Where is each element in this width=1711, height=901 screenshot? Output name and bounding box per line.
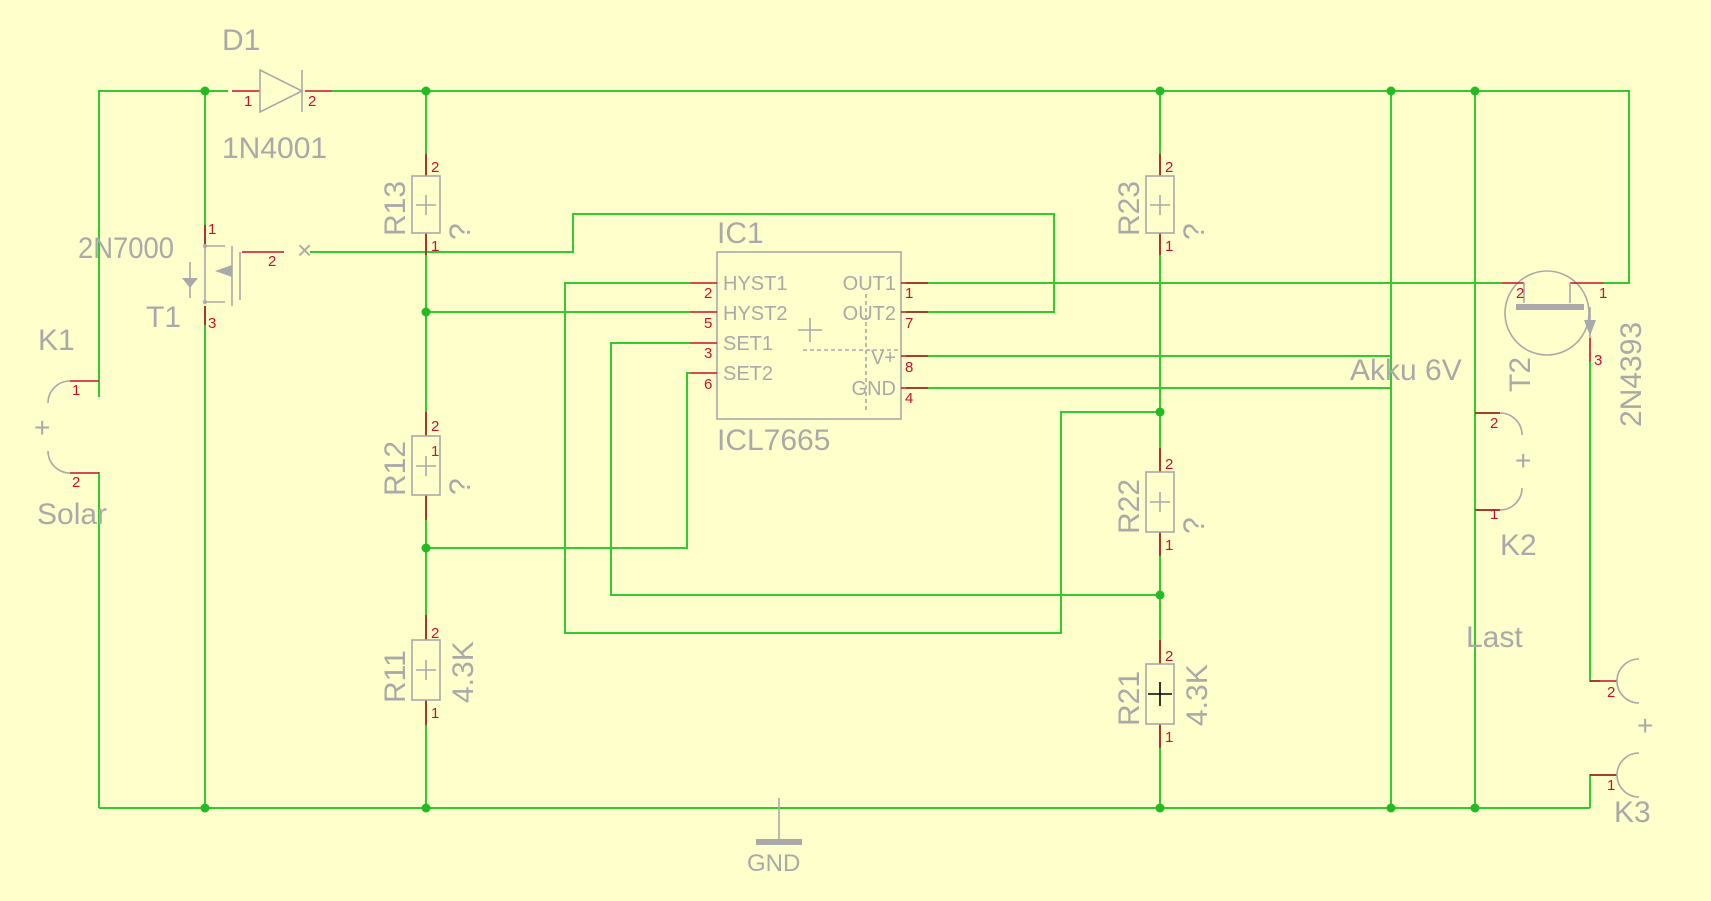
r11-value: 4.3K bbox=[447, 641, 480, 703]
ic1-pin-out2: 7 bbox=[905, 315, 913, 332]
r21-pin1: 1 bbox=[1165, 729, 1173, 746]
gnd-label: GND bbox=[747, 850, 800, 877]
r11-ref: R11 bbox=[379, 650, 412, 703]
t1-pin2: 2 bbox=[268, 253, 276, 270]
k1-value: Solar bbox=[37, 498, 107, 531]
k1-pin1: 1 bbox=[72, 382, 80, 399]
r23-pin2: 2 bbox=[1165, 159, 1173, 176]
ic1-ref: IC1 bbox=[717, 217, 764, 250]
ic1-label-out1: OUT1 bbox=[843, 273, 896, 295]
r12-value: ? bbox=[444, 478, 477, 495]
ic1-pin-hyst2: 5 bbox=[704, 315, 712, 332]
r22-ref: R22 bbox=[1113, 479, 1146, 534]
ic1-pin-set2: 6 bbox=[704, 376, 712, 393]
ic1-pin-hyst1: 2 bbox=[704, 285, 712, 302]
resistor-r13[interactable]: 2 1 R13 ? bbox=[379, 154, 477, 255]
resistor-r11[interactable]: 2 1 R11 4.3K bbox=[379, 615, 480, 725]
ic1-pin-set1: 3 bbox=[704, 345, 712, 362]
r13-value: ? bbox=[444, 223, 477, 240]
r11-pin2: 2 bbox=[431, 625, 439, 642]
q-pin3: 3 bbox=[1594, 352, 1602, 369]
r23-pin1: 1 bbox=[1165, 238, 1173, 255]
k3-plus: + bbox=[1637, 710, 1653, 741]
k1-plus: + bbox=[34, 412, 50, 443]
akku-label: Akku 6V bbox=[1350, 354, 1462, 387]
diode-d1[interactable]: 1 2 D1 1N4001 bbox=[222, 24, 332, 165]
r13-pin1: 1 bbox=[431, 238, 439, 255]
r21-pin2: 2 bbox=[1165, 648, 1173, 665]
q-pin2: 2 bbox=[1516, 285, 1524, 302]
d1-pin1: 1 bbox=[244, 93, 252, 110]
r22-pin1: 1 bbox=[1165, 537, 1173, 554]
r13-pin2: 2 bbox=[431, 159, 439, 176]
ic1-label-set2: SET2 bbox=[723, 363, 773, 385]
ic1-value: ICL7665 bbox=[717, 424, 830, 457]
connector-k3[interactable]: + 2 1 K3 bbox=[1590, 658, 1653, 829]
ic1-label-hyst2: HYST2 bbox=[723, 303, 787, 325]
resistor-r21[interactable]: 2 1 R21 4.3K bbox=[1113, 640, 1214, 748]
k2-pin1: 1 bbox=[1490, 506, 1498, 523]
ic1-label-set1: SET1 bbox=[723, 333, 773, 355]
connector-t2-k2[interactable]: + 2 1 T2 K2 Last bbox=[1466, 357, 1537, 654]
no-connect-mark: × bbox=[297, 235, 312, 265]
t1-ref: T1 bbox=[146, 301, 181, 334]
ic1-label-vplus: V+ bbox=[871, 347, 896, 369]
r12-pin1: 1 bbox=[431, 443, 439, 460]
ic1-pin-out1: 1 bbox=[905, 285, 913, 302]
ic1-pin-vplus: 8 bbox=[905, 359, 913, 376]
mosfet-t1[interactable]: 1 2 3 × 2N7000 T1 bbox=[78, 221, 312, 334]
ic1-label-out2: OUT2 bbox=[843, 303, 896, 325]
r12-pin2: 2 bbox=[431, 418, 439, 435]
resistor-r23[interactable]: 2 1 R23 ? bbox=[1113, 154, 1211, 255]
r21-ref: R21 bbox=[1113, 671, 1146, 726]
r23-value: ? bbox=[1178, 223, 1211, 240]
d1-value: 1N4001 bbox=[222, 132, 327, 165]
r22-value: ? bbox=[1178, 517, 1211, 534]
r13-ref: R13 bbox=[379, 181, 412, 236]
r11-pin1: 1 bbox=[431, 705, 439, 722]
k2-plus: + bbox=[1515, 445, 1531, 476]
k2-ref: K2 bbox=[1500, 529, 1537, 562]
wires bbox=[98, 90, 1630, 809]
ic1-label-hyst1: HYST1 bbox=[723, 273, 787, 295]
r12-ref: R12 bbox=[379, 441, 412, 496]
ic-icl7665[interactable]: 2 5 3 6 1 7 8 4 HYST1 HYST2 SET1 SET2 OU… bbox=[690, 217, 928, 457]
k2-value: Last bbox=[1466, 621, 1523, 654]
jfet-2n4393[interactable]: 2 1 3 2N4393 bbox=[1502, 270, 1648, 427]
junctions bbox=[200, 86, 1480, 813]
resistor-r22[interactable]: 2 1 R22 ? bbox=[1113, 448, 1211, 556]
t2-ref: T2 bbox=[1504, 357, 1537, 392]
gnd-symbol[interactable]: GND bbox=[747, 798, 802, 877]
q-value: 2N4393 bbox=[1615, 322, 1648, 427]
t1-pin3: 3 bbox=[208, 315, 216, 332]
connector-k1[interactable]: + 1 2 K1 Solar bbox=[34, 324, 107, 531]
d1-ref: D1 bbox=[222, 24, 260, 57]
r22-pin2: 2 bbox=[1165, 456, 1173, 473]
t2-pin2: 2 bbox=[1490, 415, 1498, 432]
k3-pin1: 1 bbox=[1607, 777, 1615, 794]
t1-value: 2N7000 bbox=[78, 232, 174, 265]
q-pin1: 1 bbox=[1599, 285, 1607, 302]
t1-pin1: 1 bbox=[208, 221, 216, 238]
k1-pin2: 2 bbox=[72, 474, 80, 491]
k1-ref: K1 bbox=[38, 324, 75, 357]
r23-ref: R23 bbox=[1113, 181, 1146, 236]
d1-pin2: 2 bbox=[308, 93, 316, 110]
k3-ref: K3 bbox=[1614, 796, 1651, 829]
resistor-r12[interactable]: 2 1 R12 ? bbox=[379, 412, 477, 520]
ic1-pin-gnd: 4 bbox=[905, 390, 913, 407]
k3-pin2: 2 bbox=[1607, 684, 1615, 701]
ic1-label-gnd: GND bbox=[852, 378, 896, 400]
r21-value: 4.3K bbox=[1181, 664, 1214, 726]
